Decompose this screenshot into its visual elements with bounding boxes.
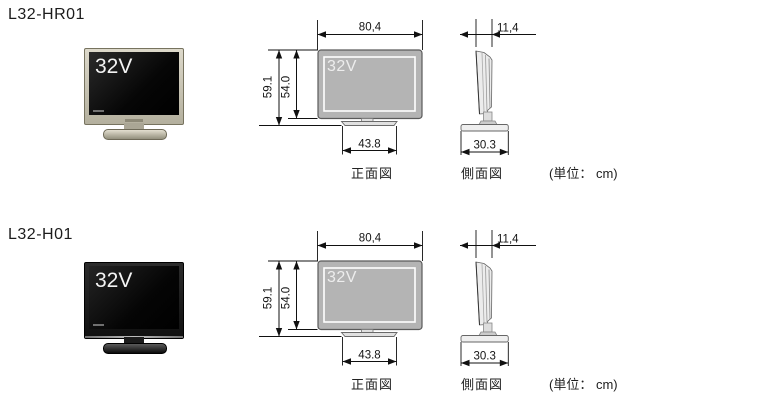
tv-side-neck [483,111,493,122]
side-view-diagram: 11,4 30.3 側面図 [460,230,536,392]
height-panel-value: 54.0 [281,287,293,309]
tv-front-stand [340,332,398,337]
height-panel-value: 54.0 [281,76,293,98]
stand-neck [124,337,144,344]
dimension-height-total: 59.1 [263,50,283,126]
tv-side-base [460,335,509,343]
spec-row-l32-h01: L32-H01 32V 32V [0,211,765,411]
height-total-value: 59.1 [263,76,275,98]
tv-bezel: 32V [84,262,184,339]
dimension-height-panel: 54.0 [281,261,300,330]
dimension-depth: 11,4 [460,234,536,249]
dimension-width: 80,4 [317,233,423,249]
base-depth-value: 30.3 [474,140,496,152]
tv-screen: 32V [89,266,179,329]
extension-lines [259,20,423,155]
unit-note: (単位： cm) [549,166,618,181]
width-value: 80,4 [359,233,382,245]
dimension-depth: 11,4 [460,23,536,38]
model-name: L32-H01 [8,226,73,243]
dimension-stand-width: 43.8 [342,350,397,365]
depth-value: 11,4 [497,234,519,246]
tv-product-photo: 32V [84,48,184,140]
stand-width-value: 43.8 [358,139,380,151]
tv-front-stand [340,121,398,126]
front-view-diagram: 32V 80,4 59.1 54.0 [259,20,423,181]
diagram-screen-size-label: 32V [327,58,357,75]
depth-value: 11,4 [497,23,519,35]
dimension-height-total: 59.1 [263,261,283,337]
tv-side-panel [475,50,493,115]
tv-side-neck [483,322,493,333]
tv-front-screen-outline [323,267,416,323]
dimension-base-depth: 30.3 [461,140,509,156]
stand-base [103,129,167,140]
tv-bezel: 32V [84,48,184,125]
spec-row-l32-hr01: L32-HR01 32V 32V [0,0,765,200]
front-view-diagram: 32V 80,4 59.1 54.0 [259,231,423,392]
tv-screen: 32V [89,52,179,115]
screen-size-label: 32V [95,55,133,78]
dimension-base-depth: 30.3 [461,351,509,367]
front-view-caption: 正面図 [351,166,393,181]
extension-lines [460,230,509,366]
panel-profile-lines [475,261,491,326]
dimension-stand-width: 43.8 [342,139,397,154]
width-value: 80,4 [359,22,382,34]
unit-note: (単位： cm) [549,377,618,392]
dimension-height-panel: 54.0 [281,50,300,119]
tv-side-base [460,124,509,132]
stand-neck [124,123,144,130]
brand-logo-strip [125,119,143,122]
tv-side-panel [475,261,493,326]
height-total-value: 59.1 [263,287,275,309]
tv-product-photo: 32V [84,262,184,354]
model-name: L32-HR01 [8,6,85,23]
side-view-caption: 側面図 [461,166,503,181]
dimension-width: 80,4 [317,22,423,38]
tv-side-neck-flare [478,120,498,125]
base-depth-value: 30.3 [474,351,496,363]
diagram-screen-size-label: 32V [327,269,357,286]
stand-width-value: 43.8 [358,350,380,362]
tv-side-neck-flare [478,331,498,336]
side-view-caption: 側面図 [461,377,503,392]
panel-profile-lines [475,50,491,115]
extension-lines [460,19,509,155]
stand-base [103,343,167,354]
front-view-caption: 正面図 [351,377,393,392]
screen-size-label: 32V [95,269,133,292]
screen-logo-marks [93,324,104,326]
screen-logo-marks [93,110,104,112]
tv-front-screen-outline [323,56,416,112]
side-view-diagram: 11,4 30.3 側面図 [460,19,536,181]
